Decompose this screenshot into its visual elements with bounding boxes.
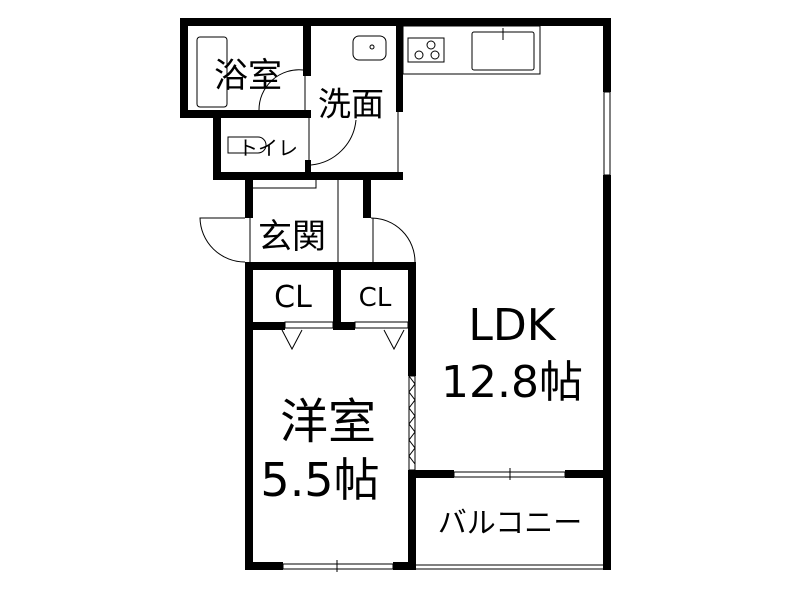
- western-window: [282, 563, 394, 570]
- toilet-bowl: [227, 136, 267, 154]
- wall-closet-divider: [333, 262, 341, 330]
- wash-basin: [352, 35, 387, 61]
- wall-ldk-bottom-r: [565, 470, 611, 478]
- fixtures: [196, 25, 611, 572]
- wall-western-bottom-l: [245, 562, 283, 570]
- room-size-ldk: 12.8帖: [441, 357, 583, 408]
- room-size-western: 5.5帖: [260, 453, 380, 507]
- wall-right-top: [603, 18, 611, 92]
- room-label-bath: 浴室: [214, 56, 282, 96]
- kitchen-window: [603, 91, 611, 176]
- front-door-swing: [199, 217, 246, 263]
- kitchen-counter: [402, 25, 541, 75]
- wall-ldk-bottom-l: [408, 470, 454, 478]
- wall-bath-left: [180, 18, 188, 118]
- wall-right-bottom: [603, 175, 611, 570]
- wall-western-right-lower: [408, 470, 416, 570]
- room-label-balcony: バルコニー: [437, 505, 583, 540]
- room-label-entrance: 玄関: [258, 217, 326, 257]
- room-label-ldk: LDK: [468, 300, 556, 351]
- wall-bath-bottom: [180, 110, 311, 118]
- wall-entrance-bottom: [245, 262, 416, 270]
- shoe-door-swing: [370, 217, 416, 263]
- room-label-washroom: 洗面: [318, 84, 384, 124]
- closet-door-1: [281, 329, 303, 351]
- room-label-western: 洋室: [279, 394, 377, 450]
- bathtub: [196, 36, 228, 108]
- wash-door-swing: [310, 119, 357, 166]
- wall-toilet-left: [213, 110, 221, 180]
- wall-wash-right: [396, 26, 403, 112]
- folding-door: [408, 375, 416, 465]
- wall-closet-bottom-2: [333, 322, 355, 330]
- wall-western-left: [245, 262, 253, 570]
- wall-western-bottom-r: [393, 562, 416, 570]
- wall-western-right-upper: [408, 262, 416, 376]
- bath-door-swing: [258, 69, 304, 111]
- step-line: [253, 180, 317, 189]
- wall-top: [180, 18, 611, 26]
- stove: [407, 37, 445, 63]
- room-label-closet-1: CL: [274, 280, 312, 315]
- room-label-toilet: トイレ: [238, 136, 298, 160]
- wall-entrance-left: [245, 172, 253, 218]
- wall-toilet-stub: [305, 160, 311, 180]
- wall-entrance-right: [363, 172, 371, 218]
- wall-closet-bottom-1: [245, 322, 285, 330]
- walls: [180, 18, 611, 570]
- wall-bath-wash: [303, 18, 311, 76]
- room-label-closet-2: CL: [358, 283, 392, 313]
- closet-door-2: [383, 329, 405, 351]
